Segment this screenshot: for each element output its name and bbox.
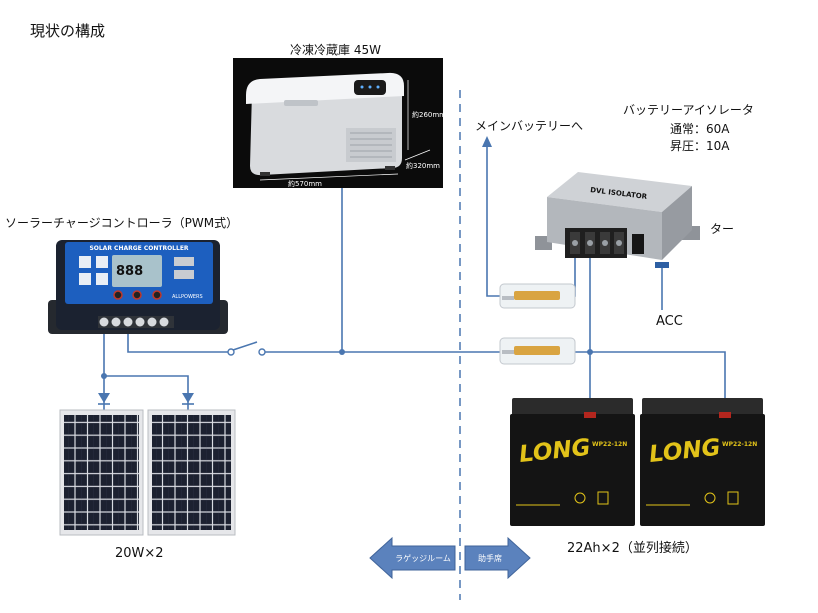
fuse-holder-main-bus bbox=[499, 337, 576, 365]
fuse-holder-main-battery bbox=[499, 283, 576, 309]
junction-dot bbox=[587, 349, 593, 355]
recycle-icon bbox=[704, 492, 716, 504]
zone-arrow-left: ラゲッジルーム bbox=[369, 536, 456, 580]
acc-label: ACC bbox=[656, 314, 683, 329]
controller-device-title: SOLAR CHARGE CONTROLLER bbox=[89, 245, 188, 252]
controller-brand: ALLPOWERS bbox=[172, 294, 203, 300]
controller-lcd bbox=[112, 255, 162, 287]
junction-dot bbox=[101, 373, 107, 379]
fridge-dim-height: 約260mm bbox=[412, 110, 446, 119]
bin-icon bbox=[597, 491, 609, 505]
isolator-boost-current: 昇圧：10A bbox=[670, 139, 730, 153]
fridge-dim-width: 約570mm bbox=[288, 179, 322, 188]
switch-icon bbox=[227, 341, 266, 356]
battery-model: WP22-12N bbox=[722, 441, 757, 448]
controller-button bbox=[152, 290, 162, 300]
controller-button bbox=[113, 290, 123, 300]
usb-port-icon bbox=[174, 257, 194, 266]
diode-icon bbox=[98, 393, 110, 405]
zone-arrow-right: 助手席 bbox=[464, 536, 531, 580]
lock-icon bbox=[96, 273, 108, 285]
main-battery-arrowhead-icon bbox=[482, 136, 492, 147]
zone-left-label: ラゲッジルーム bbox=[395, 553, 451, 563]
fridge-label: 冷凍冷蔵庫 45W bbox=[290, 43, 381, 57]
isolator-normal-current: 通常：60A bbox=[670, 122, 730, 136]
battery-2: LONG WP22-12N bbox=[640, 398, 765, 526]
isolator-side-label: ター bbox=[710, 222, 734, 236]
batteries-label: 22Ah×2（並列接続） bbox=[567, 540, 698, 556]
fridge-dim-depth: 約320mm bbox=[406, 161, 440, 170]
page-title: 現状の構成 bbox=[30, 22, 105, 40]
controller-terminals bbox=[98, 316, 174, 328]
junction-dot bbox=[339, 349, 345, 355]
fridge-image: 約260mm 約570mm 約320mm bbox=[233, 58, 446, 188]
battery-1: LONG WP22-12N bbox=[510, 398, 635, 526]
sun-icon bbox=[96, 256, 108, 268]
bin-icon bbox=[727, 491, 739, 505]
isolator-switch bbox=[632, 234, 644, 254]
solar-panels-label: 20W×2 bbox=[115, 546, 164, 561]
battery-model: WP22-12N bbox=[592, 441, 627, 448]
battery-icon bbox=[79, 273, 91, 285]
battery-terminal bbox=[584, 412, 596, 418]
battery-terminal bbox=[719, 412, 731, 418]
controller-button bbox=[132, 290, 142, 300]
controller-display-value: 888 bbox=[116, 264, 143, 279]
solar-panel bbox=[59, 409, 144, 536]
isolator-image: DVL ISOLATOR bbox=[535, 172, 700, 268]
controller-image: SOLAR CHARGE CONTROLLER 888 ALLPOWERS bbox=[48, 240, 228, 334]
isolator-title: バッテリーアイソレータ bbox=[623, 103, 754, 117]
recycle-icon bbox=[574, 492, 586, 504]
usb-port-icon bbox=[174, 270, 194, 279]
panel-icon bbox=[79, 256, 91, 268]
controller-label: ソーラーチャージコントローラ（PWM式） bbox=[5, 216, 238, 230]
solar-panel bbox=[147, 409, 236, 536]
wire-solar-right bbox=[104, 375, 189, 410]
zone-right-label: 助手席 bbox=[478, 553, 502, 563]
wire-main-bus bbox=[265, 351, 726, 417]
main-battery-label: メインバッテリーへ bbox=[475, 119, 583, 133]
diode-icon bbox=[182, 393, 194, 405]
